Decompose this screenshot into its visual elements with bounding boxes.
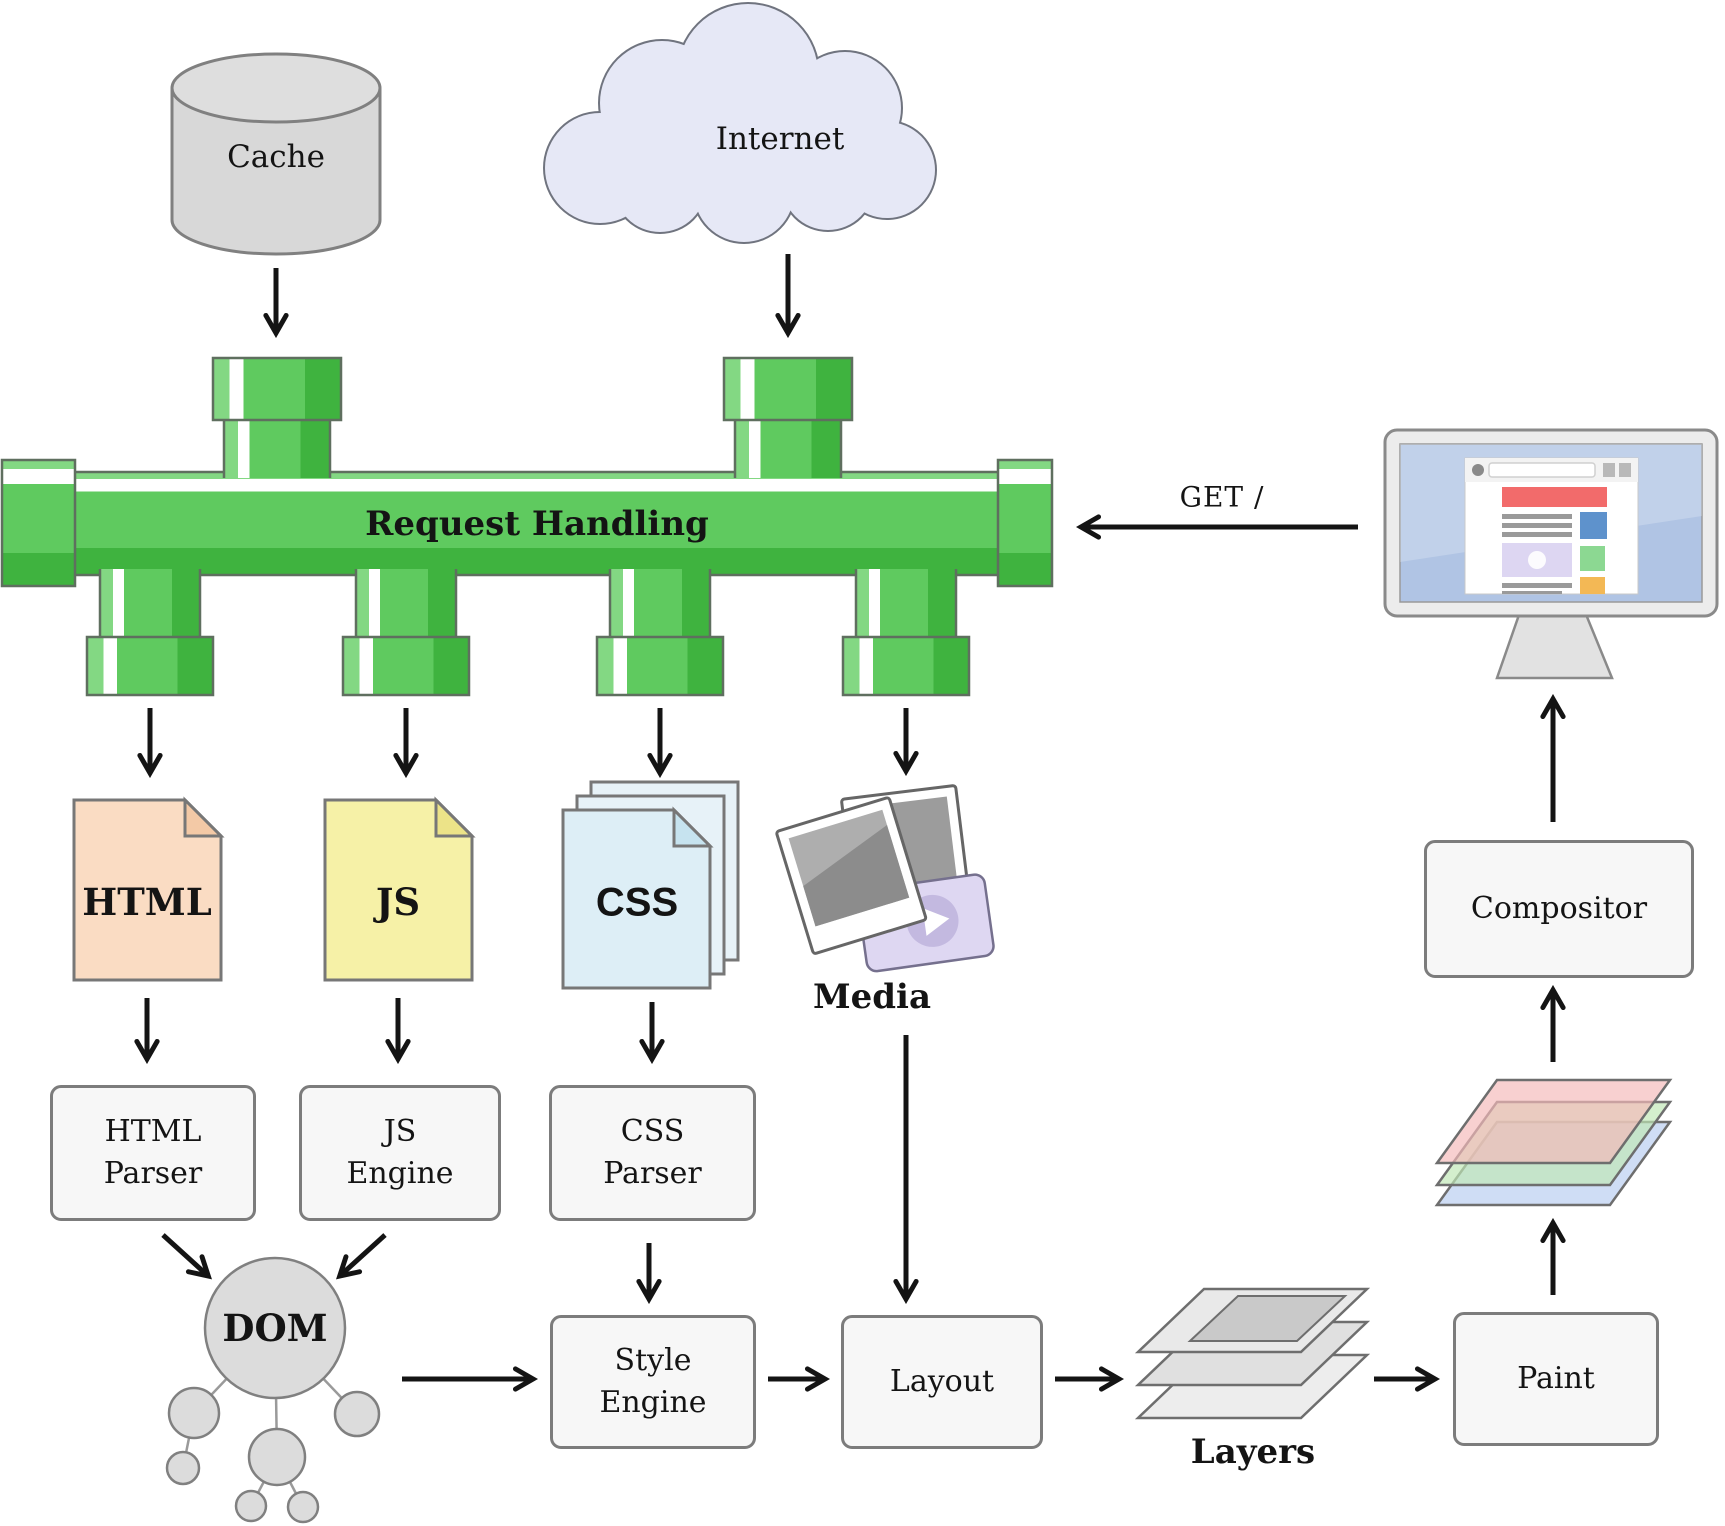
layout-box: Layout (841, 1315, 1043, 1449)
pipe-inlet-cache (211, 356, 343, 478)
monitor-icon (1383, 428, 1719, 680)
pipe-outlet-css (595, 569, 725, 697)
browser-window-icon (1464, 457, 1639, 595)
pipe-cap-right (996, 458, 1054, 588)
js-file-icon (323, 796, 476, 982)
js-engine-box: JS Engine (299, 1085, 501, 1221)
pipe-cap-left (0, 458, 77, 588)
paint-label: Paint (1517, 1361, 1595, 1396)
layout-label: Layout (889, 1364, 995, 1399)
compositor-box: Compositor (1424, 840, 1694, 978)
pipe-outlet-js (341, 569, 471, 697)
pipe-outlet-html (85, 569, 215, 697)
js-engine-label: JS Engine (346, 1114, 454, 1191)
media-photo-front-icon (775, 796, 928, 955)
dom-label: DOM (222, 1306, 328, 1350)
internet-label: Internet (715, 121, 845, 157)
layers-label: Layers (1190, 1432, 1316, 1472)
html-file-icon (72, 796, 225, 982)
request-handling-label: Request Handling (365, 504, 709, 544)
style-engine-box: Style Engine (550, 1315, 756, 1449)
cache-database-icon (170, 52, 382, 256)
paint-box: Paint (1453, 1312, 1659, 1446)
media-label: Media (813, 977, 931, 1017)
composited-layers-icon (1434, 1078, 1673, 1207)
internet-cloud-icon (543, 2, 937, 244)
arrow-parser-to-dom (161, 1233, 206, 1274)
get-request-label: GET / (1179, 480, 1265, 514)
html-doc-label: HTML (82, 880, 212, 924)
play-icon (922, 908, 950, 936)
css-parser-box: CSS Parser (549, 1085, 756, 1221)
style-engine-label: Style Engine (599, 1343, 707, 1420)
arrow-engine-to-dom (342, 1233, 387, 1274)
js-doc-label: JS (375, 880, 421, 924)
css-parser-label: CSS Parser (603, 1114, 702, 1191)
cache-label: Cache (227, 139, 325, 175)
pipe-inlet-internet (722, 356, 854, 478)
css-doc-label: CSS (595, 880, 679, 925)
html-parser-box: HTML Parser (50, 1085, 256, 1221)
dom-tree-icon (165, 1256, 381, 1524)
pipe-outlet-media (841, 569, 971, 697)
html-parser-label: HTML Parser (103, 1114, 203, 1191)
request-handling-pipe (0, 356, 1054, 697)
flow-arrows (147, 254, 1553, 1379)
layers-stack-icon (1134, 1287, 1371, 1420)
monitor-stand (1495, 610, 1614, 680)
css-file-stack-icon (561, 780, 740, 990)
compositor-label: Compositor (1470, 891, 1648, 926)
